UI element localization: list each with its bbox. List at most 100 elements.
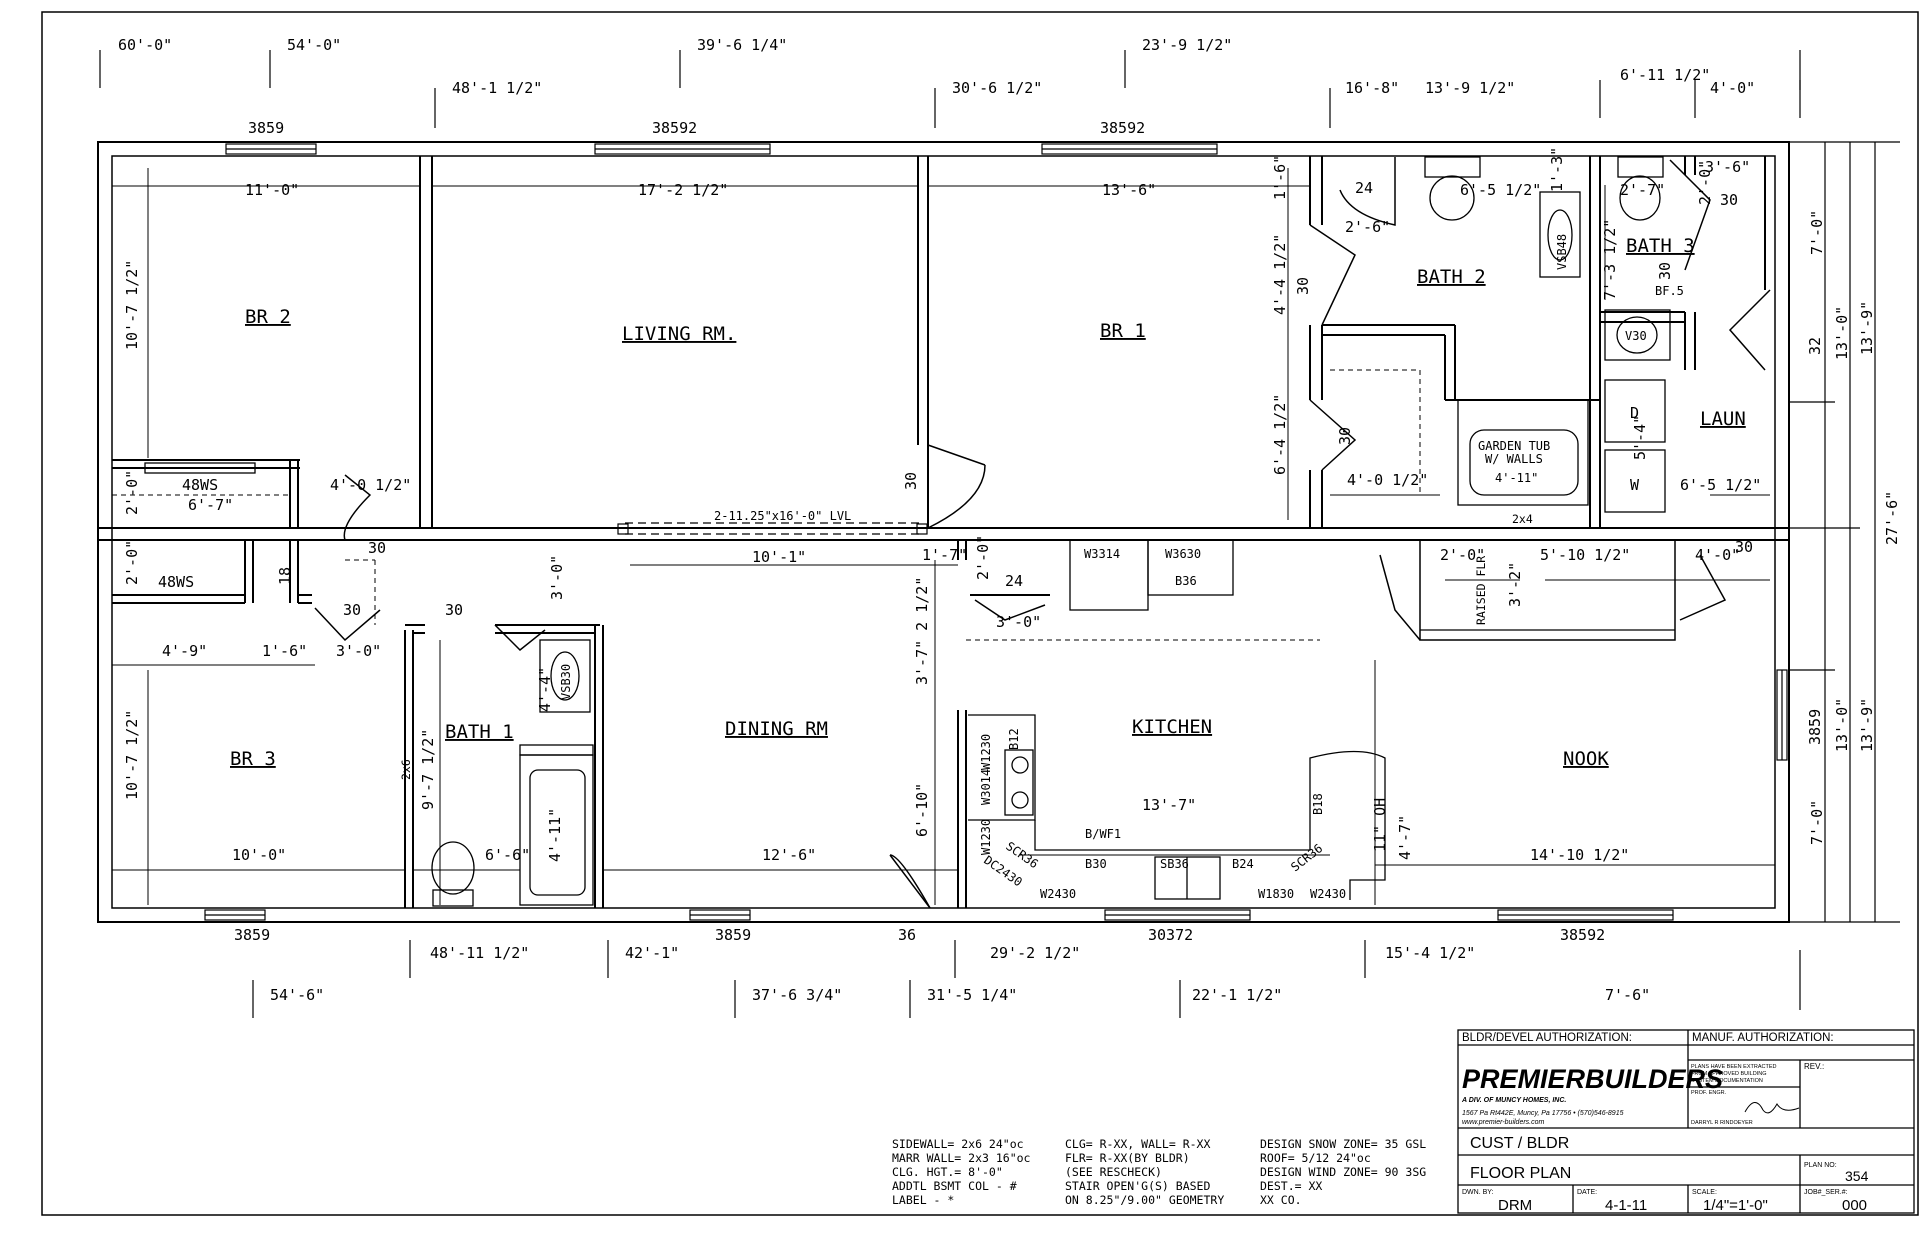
right-dim-27-6: 27'-6"	[1883, 491, 1901, 545]
top-dim-30: 30'-6 1/2"	[952, 79, 1042, 97]
beam-label: 2-11.25"x16'-0" LVL	[714, 509, 851, 523]
bottom-dim-42: 42'-1"	[625, 944, 679, 962]
dim-closet-b: 6'-7"	[188, 496, 233, 514]
fixture-labels: 48WS 48WS 18 30 30 30 30 30 30 30 30 30 …	[158, 179, 1753, 901]
bottom-dim-29: 29'-2 1/2"	[990, 944, 1080, 962]
dim-br1-width: 13'-6"	[1102, 181, 1156, 199]
room-br1: BR 1	[1100, 320, 1146, 342]
dim-living-width: 17'-2 1/2"	[638, 181, 728, 199]
tb-job-label: JOB#_SER.#:	[1804, 1189, 1848, 1196]
dim-bath3-a: 2'-7"	[1620, 181, 1665, 199]
dim-kitchen-b: 3'-0"	[996, 613, 1041, 631]
tb-rev: REV.:	[1804, 1062, 1824, 1071]
window-label-top-2: 38592	[652, 119, 697, 137]
label-b24: B24	[1232, 857, 1254, 871]
dimension-ticks	[99, 50, 1900, 1018]
label-2x6: 2x6	[399, 759, 413, 780]
right-dim-13-9-bottom: 13'-9"	[1858, 698, 1876, 752]
door-label-36: 36	[898, 926, 916, 944]
room-br2: BR 2	[245, 306, 291, 328]
dim-br2-width: 11'-0"	[245, 181, 299, 199]
right-dim-32: 32	[1806, 337, 1824, 355]
dim-br3-c: 1'-6"	[262, 642, 307, 660]
note-col2-2: FLR= R-XX(BY BLDR)	[1065, 1151, 1190, 1165]
bottom-dim-48: 48'-11 1/2"	[430, 944, 529, 962]
label-w1230-b: W1230	[979, 819, 993, 855]
label-w3314: W3314	[1084, 547, 1120, 561]
tb-website: www.premier-builders.com	[1462, 1119, 1545, 1126]
dim-closet-a: 2'-0"	[123, 470, 141, 515]
dim-dining-c: 3'-0"	[548, 555, 566, 600]
label-bf5: BF.5	[1655, 284, 1684, 298]
room-bath3: BATH 3	[1626, 235, 1695, 257]
dim-nook-b: 3'-2"	[1506, 562, 1524, 607]
tb-dwn-by: DRM	[1498, 1197, 1532, 1214]
note-col2-1: CLG= R-XX, WALL= R-XX	[1065, 1137, 1210, 1151]
note-col3-5: XX CO.	[1260, 1193, 1302, 1207]
label-w1230-a: W1230	[979, 734, 993, 770]
tb-job: 000	[1842, 1197, 1867, 1214]
label-48ws-bottom: 48WS	[158, 573, 194, 591]
dim-br3-b: 4'-9"	[162, 642, 207, 660]
label-garden-tub-size: 4'-11"	[1495, 471, 1538, 485]
label-dryer: D	[1630, 404, 1639, 422]
label-24-bath2: 24	[1355, 179, 1373, 197]
window-label-bottom-3: 30372	[1148, 926, 1193, 944]
label-30-br1: 30	[902, 472, 920, 490]
dim-bath1-a: 4'-4"	[536, 667, 554, 712]
tb-address: 1567 Pa Rt442E, Muncy, Pa 17756 • (570)5…	[1462, 1110, 1624, 1117]
label-30-bath3-b: 30	[1656, 262, 1674, 280]
label-garden-tub-walls: W/ WALLS	[1485, 452, 1543, 466]
right-dimension-labels: 7'-0" 13'-0" 13'-9" 27'-6" 13'-0" 13'-9"…	[1806, 210, 1901, 845]
window-label-top-3: 38592	[1100, 119, 1145, 137]
label-vsb30: VSB30	[559, 664, 573, 700]
right-dim-13-9-top: 13'-9"	[1858, 301, 1876, 355]
label-2x4: 2x4	[1512, 512, 1533, 526]
dim-kitchen-a: 2'-0"	[974, 535, 992, 580]
dim-bath2-a: 1'-6"	[1271, 155, 1289, 200]
general-notes: SIDEWALL= 2x6 24"oc MARR WALL= 2x3 16"oc…	[892, 1137, 1426, 1207]
note-col3-3: DESIGN WIND ZONE= 90 3SG	[1260, 1165, 1426, 1179]
label-18: 18	[276, 567, 294, 585]
tb-company: PREMIERBUILDERS	[1462, 1064, 1723, 1094]
right-dim-7-top: 7'-0"	[1808, 210, 1826, 255]
note-col2-4: STAIR OPEN'G(S) BASED	[1065, 1179, 1210, 1193]
room-bath1: BATH 1	[445, 721, 514, 743]
label-24-kitchen: 24	[1005, 572, 1023, 590]
room-labels: BR 2 LIVING RM. BR 1 BATH 2 BATH 3 LAUN …	[230, 235, 1746, 770]
label-b36: B36	[1175, 574, 1197, 588]
window-label-bottom-2: 3859	[715, 926, 751, 944]
bottom-dim-54: 54'-6"	[270, 986, 324, 1004]
label-washer: W	[1630, 476, 1640, 494]
dim-br3-a: 2'-0"	[123, 540, 141, 585]
tb-plans-note-2: FROM APPROVED BUILDING	[1691, 1071, 1767, 1077]
top-dim-16: 16'-8"	[1345, 79, 1399, 97]
window-label-bottom-1: 3859	[234, 926, 270, 944]
lvl-beam	[617, 522, 928, 535]
tb-prof-engr: PROF. ENGR.	[1691, 1090, 1727, 1096]
note-col2-3: (SEE RESCHECK)	[1065, 1165, 1162, 1179]
right-dim-7-bottom: 7'-0"	[1808, 800, 1826, 845]
label-b30: B30	[1085, 857, 1107, 871]
dim-kitchen-c: 3'-7" 2 1/2"	[913, 577, 931, 685]
bottom-dim-22: 22'-1 1/2"	[1192, 986, 1282, 1004]
dim-nook-d: 4'-0"	[1695, 546, 1740, 564]
label-30-bath2-a: 30	[1294, 277, 1312, 295]
right-dim-13-bottom: 13'-0"	[1833, 698, 1851, 752]
top-dim-48: 48'-1 1/2"	[452, 79, 542, 97]
tb-plan-no-label: PLAN NO:	[1804, 1162, 1837, 1169]
top-dim-60: 60'-0"	[118, 36, 172, 54]
dim-bath3-d: 2'-0"	[1696, 160, 1714, 205]
top-dim-54: 54'-0"	[287, 36, 341, 54]
dim-bath2-g: 4'-0 1/2"	[1347, 471, 1428, 489]
interior-dimension-labels: 11'-0" 10'-7 1/2" 17'-2 1/2" 13'-6" 1'-6…	[123, 147, 1761, 864]
dim-bath2-b: 6'-5 1/2"	[1460, 181, 1541, 199]
top-dimension-labels: 60'-0" 54'-0" 48'-1 1/2" 39'-6 1/4" 30'-…	[118, 36, 1755, 97]
door-swings	[314, 157, 1771, 909]
bottom-dim-31: 31'-5 1/4"	[927, 986, 1017, 1004]
tb-plans-note-3: SYSTEM DOCUMENTATION	[1691, 1078, 1763, 1084]
label-scr36-b: SCR36	[1288, 841, 1325, 874]
label-b18: B18	[1311, 793, 1325, 815]
dim-nook-e: 4'-7"	[1396, 815, 1414, 860]
bottom-dim-37: 37'-6 3/4"	[752, 986, 842, 1004]
